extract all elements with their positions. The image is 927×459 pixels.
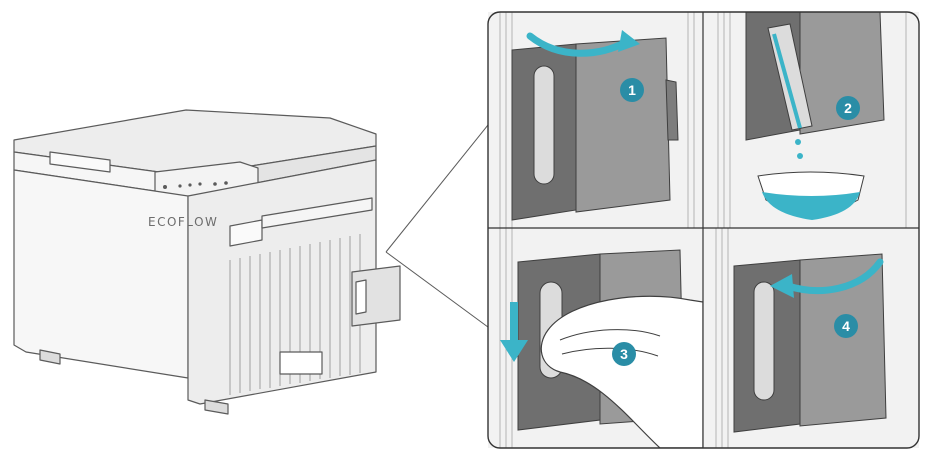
fridge-side-handle (229, 219, 263, 247)
step-number-4: 4 (842, 318, 850, 334)
drain-plug (533, 65, 555, 185)
step-badge-1 (620, 78, 644, 102)
refrigerator-illustration (13, 109, 401, 415)
step-panel-2: 2 (703, 12, 919, 228)
step-panel-1: 1 (488, 12, 703, 228)
step-number-3: 3 (620, 346, 628, 362)
fridge-side (187, 159, 377, 405)
step-number-2: 2 (844, 100, 852, 116)
step-panel-3: 3 (488, 228, 703, 448)
fridge-rating-label (279, 351, 323, 375)
drain-door-open (575, 37, 671, 213)
step-panel-4: 4 (703, 228, 919, 448)
drain-door-open (799, 253, 887, 427)
brand-logo: ECOFLOW (148, 215, 218, 229)
step-badge-2 (836, 96, 860, 120)
curved-arrow-open-icon (526, 32, 630, 57)
fridge-foot (204, 399, 229, 415)
fridge-foot (39, 349, 61, 365)
pour-water-icon (772, 33, 802, 129)
fridge-front (13, 169, 189, 379)
step-number-1: 1 (628, 82, 636, 98)
step-badge-3 (612, 342, 636, 366)
fridge-lid-handle (49, 151, 111, 173)
callout-lines (385, 119, 493, 331)
curved-arrow-close-icon (784, 258, 884, 294)
step-badge-4 (834, 314, 858, 338)
control-buttons (163, 181, 228, 189)
hand (540, 295, 703, 448)
drain-plug (753, 281, 775, 401)
